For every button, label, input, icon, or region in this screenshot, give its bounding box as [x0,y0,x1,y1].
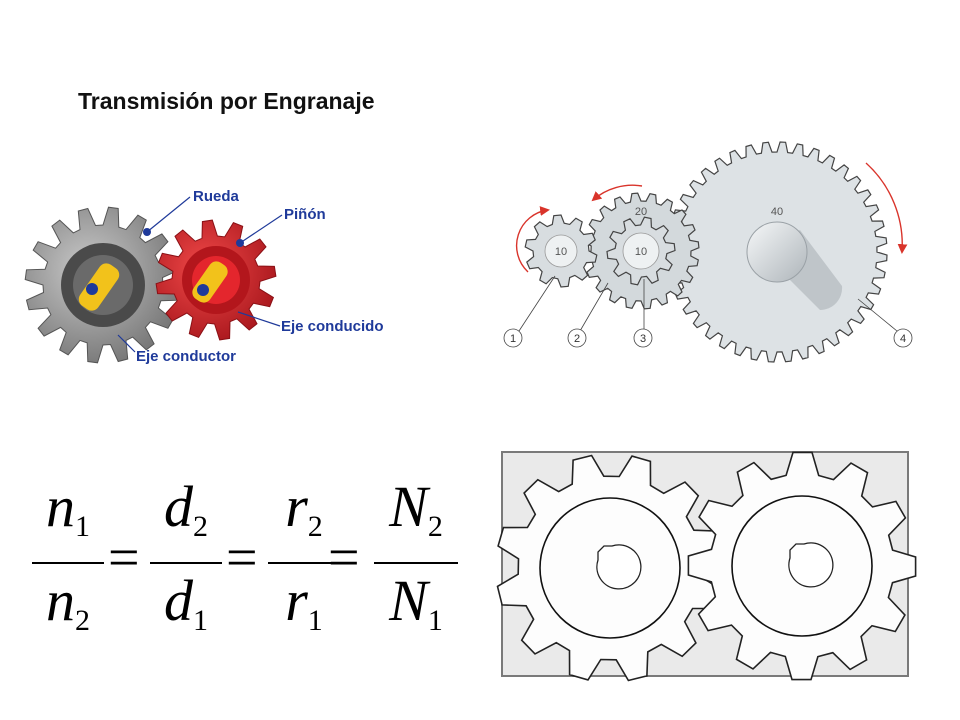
rotation-arrow-4-icon [865,162,908,254]
gear-4-teeth: 40 [771,206,783,218]
gear-1-teeth: 10 [555,246,567,258]
svg-text:4: 4 [900,333,906,345]
page-title: Transmisión por Engranaje [78,88,375,114]
meshing-gears-drawing [496,451,917,682]
gear-ratio-formula: n1 n2 = d2 d1 = r2 r1 = N2 N1 [32,478,462,637]
fraction-speed: n1 n2 [32,478,104,650]
svg-text:1: 1 [510,333,516,345]
label-rueda: Rueda [193,188,240,205]
equals-sign-3: = [328,527,360,589]
gear-3-teeth: 10 [635,246,647,258]
rotation-arrow-2-icon [591,184,643,202]
keyway-right-icon [788,542,834,588]
label-eje-conducido: Eje conducido [281,318,384,335]
gear-pair-diagram: Rueda Piñón Eje conducido Eje conductor [24,188,384,365]
label-eje-conductor: Eje conductor [136,348,236,365]
callout-1: 1 [503,328,523,348]
callout-4: 4 [893,328,913,348]
rotation-arrow-1-icon [515,206,550,273]
callout-2: 2 [567,328,587,348]
equals-sign-2: = [226,527,258,589]
fraction-radius: r2 r1 [268,478,340,650]
keyway-left-icon [596,544,642,590]
svg-text:3: 3 [640,333,646,345]
equals-sign-1: = [108,527,140,589]
fraction-teeth: N2 N1 [374,478,458,650]
callout-3: 3 [633,328,653,348]
fraction-diameter: d2 d1 [150,478,222,650]
gear-2-teeth: 20 [635,206,647,218]
gear-train-diagram: 10 20 10 40 1 2 3 4 [503,141,913,363]
eje-conductor-shaft [78,263,120,311]
eje-conducido-shaft [192,261,228,303]
svg-text:2: 2 [574,333,580,345]
label-pinon: Piñón [284,206,326,223]
knob-icon [746,221,808,283]
